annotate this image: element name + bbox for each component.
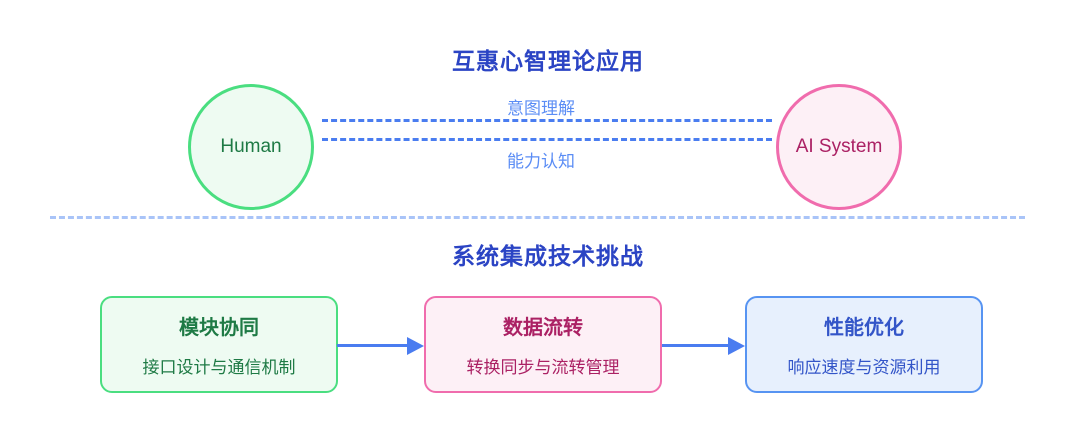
ai-system-node-label: AI System [795,136,883,157]
performance-optimization-box: 性能优化 响应速度与资源利用 [745,296,983,393]
intent-understanding-label: 意图理解 [507,99,575,118]
arrow-module-to-data-icon [337,336,424,355]
module-collaboration-box: 模块协同 接口设计与通信机制 [100,296,338,393]
data-flow-box: 数据流转 转换同步与流转管理 [424,296,662,393]
performance-optimization-title: 性能优化 [824,317,904,339]
capability-cognition-label: 能力认知 [507,152,575,171]
module-collaboration-subtitle: 接口设计与通信机制 [142,358,296,377]
data-flow-title: 数据流转 [503,317,583,339]
human-node-label: Human [220,136,282,157]
performance-optimization-subtitle: 响应速度与资源利用 [787,358,941,377]
arrow-data-to-performance-icon [662,336,745,355]
intent-understanding-dashed-line [322,119,772,122]
bottom-section-title: 系统集成技术挑战 [452,243,644,269]
human-node: Human [188,84,314,210]
section-divider-dashed-line [50,216,1025,219]
module-collaboration-title: 模块协同 [179,317,259,339]
ai-system-node: AI System [776,84,902,210]
capability-cognition-dashed-line [322,138,772,141]
data-flow-subtitle: 转换同步与流转管理 [466,358,620,377]
top-section-title: 互惠心智理论应用 [452,48,644,74]
